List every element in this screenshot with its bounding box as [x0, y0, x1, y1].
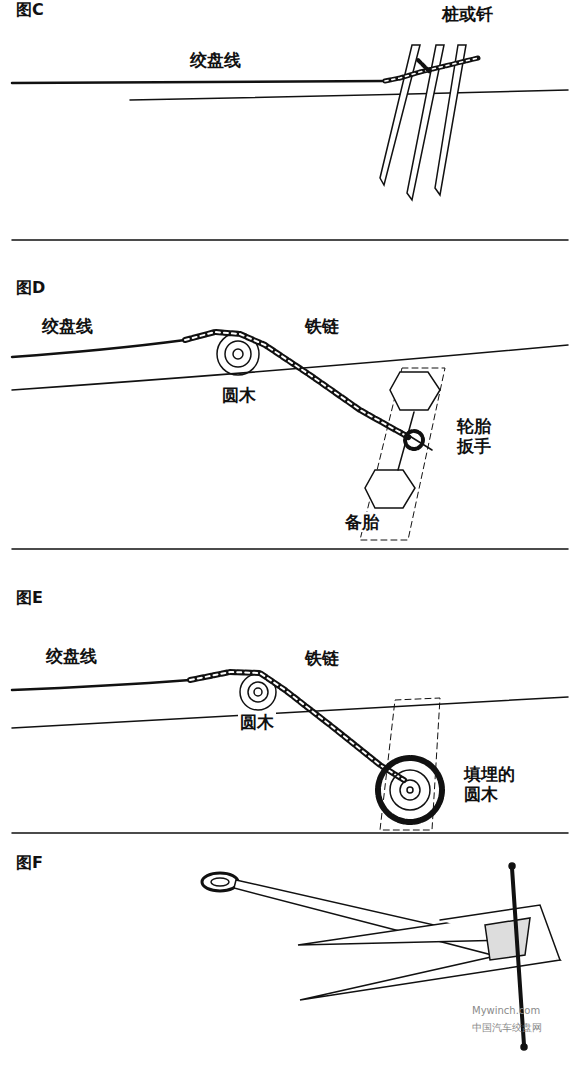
part-name: 填埋的 圆木	[462, 764, 526, 805]
part-name: 备胎	[343, 512, 381, 532]
watermark: 中国汽车绞盘网	[470, 1022, 544, 1034]
figure-label: 图F	[14, 853, 45, 872]
part-name: 圆木	[220, 385, 258, 405]
part-name: 圆木	[238, 712, 276, 732]
part-name: 桩或钎	[440, 4, 495, 24]
part-name: 绞盘线	[44, 646, 99, 666]
part-name: 绞盘线	[188, 50, 243, 70]
part-name: 铁链	[303, 316, 341, 336]
figure-label: 图C	[14, 0, 46, 19]
figure-label: 图E	[14, 588, 45, 607]
part-name: 铁链	[303, 648, 341, 668]
part-name: 绞盘线	[40, 316, 95, 336]
part-name: 轮胎 扳手	[455, 416, 501, 457]
figure-label: 图D	[14, 278, 47, 297]
watermark: Mywinch.com	[470, 1005, 542, 1017]
